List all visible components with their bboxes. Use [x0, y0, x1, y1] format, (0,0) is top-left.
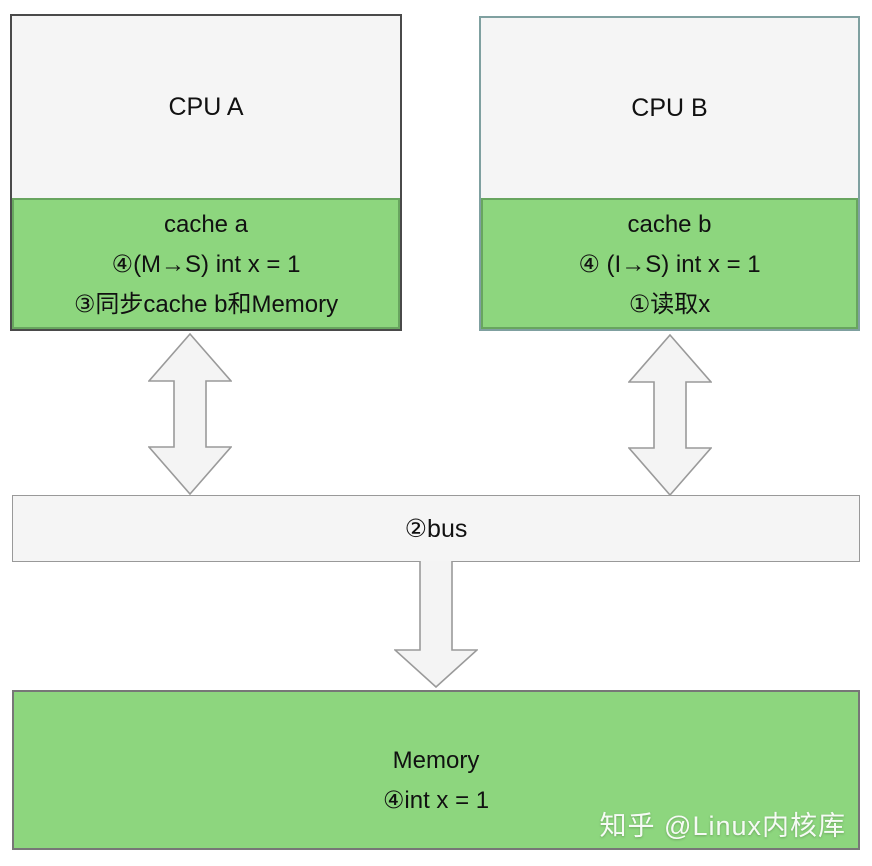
cache-b-title: cache b [627, 210, 712, 238]
zhihu-watermark: 知乎 @Linux内核库 [599, 810, 846, 841]
cpu-a-label: CPU A [168, 92, 244, 121]
bus-label: ②bus [404, 514, 468, 543]
cache-a-action-line: ③同步cache b和Memory [73, 290, 339, 318]
cpu-a-cache-box: cache a ④(M→S) int x = 1 ③同步cache b和Memo… [12, 198, 400, 329]
cache-b-state-line: ④ (I→S) int x = 1 [578, 250, 761, 278]
cpu-b-label-area: CPU B [481, 18, 858, 198]
bus-bar: ②bus [12, 495, 860, 562]
cache-a-bus-double-arrow-icon [148, 333, 232, 495]
bus-memory-down-arrow-icon [394, 561, 478, 688]
cpu-a-label-area: CPU A [12, 16, 400, 198]
cache-a-state-line: ④(M→S) int x = 1 [111, 250, 301, 278]
cache-a-title: cache a [163, 210, 249, 238]
cache-b-action-line: ①读取x [628, 290, 711, 318]
cache-b-bus-double-arrow-icon [628, 334, 712, 496]
memory-title: Memory [392, 747, 480, 774]
memory-box: Memory ④int x = 1 知乎 @Linux内核库 [12, 690, 860, 850]
cpu-a-box: CPU A cache a ④(M→S) int x = 1 ③同步cache … [10, 14, 402, 331]
cpu-b-label: CPU B [631, 93, 708, 122]
memory-value-line: ④int x = 1 [382, 787, 490, 814]
cpu-b-box: CPU B cache b ④ (I→S) int x = 1 ①读取x [479, 16, 860, 331]
cpu-b-cache-box: cache b ④ (I→S) int x = 1 ①读取x [481, 198, 858, 329]
